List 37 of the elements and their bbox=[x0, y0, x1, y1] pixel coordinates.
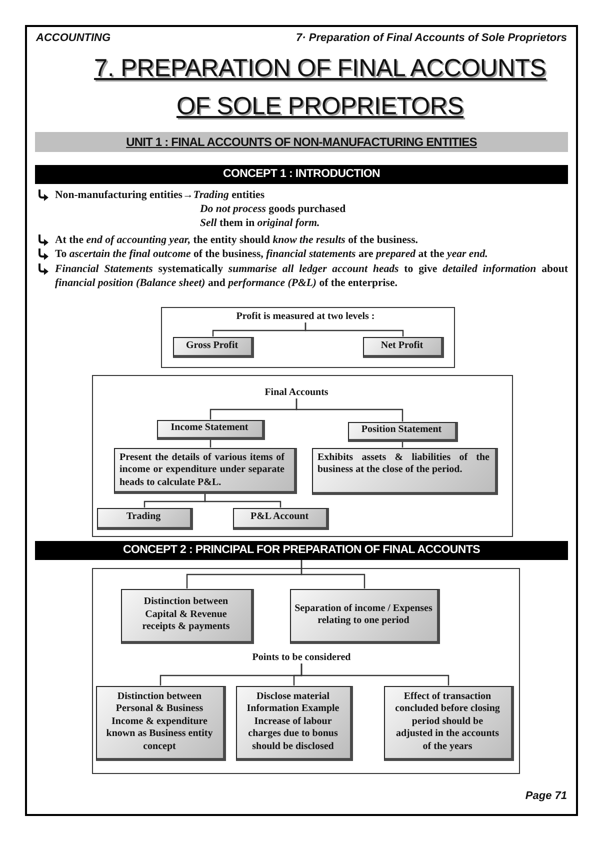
bullet-text: To ascertain the final outcome of the business, financial statements are prepared at the year end. bbox=[55, 247, 488, 261]
section-heading-band: CONCEPT 2 : PRINCIPAL FOR PREPARATION OF FINAL ACCOUNTS bbox=[35, 541, 568, 560]
connector-line bbox=[300, 560, 366, 588]
page-number: Page 71 bbox=[525, 790, 567, 802]
section-heading-band: CONCEPT 1 : INTRODUCTION bbox=[35, 165, 568, 184]
bullet-text: Financial Statements systematically summarise all ledger account heads to give detailed information about financial position (Balance sheet) and performance (P&L) of the enterprise. bbox=[55, 262, 568, 290]
shaded-box: Disclose material Information Example Increase of labour charges due to bonus should be disclosed bbox=[236, 686, 352, 760]
heading-text: Profit is measured at two levels : bbox=[236, 310, 375, 322]
bullet-text: At the end of accounting year, the entity should know the results of the business. bbox=[55, 233, 418, 247]
diagram-frame bbox=[161, 307, 455, 368]
section-heading-band: UNIT 1 : FINAL ACCOUNTS OF NON-MANUFACTURING ENTITIES bbox=[35, 132, 568, 152]
shaded-box: Trading bbox=[96, 508, 192, 530]
heading-text: Points to be considered bbox=[252, 652, 351, 664]
shaded-box: Separation of income / Expenses relating to one period bbox=[290, 588, 440, 644]
shaded-box: Effect of transaction concluded before closing period should be adjusted in the accounts of the years bbox=[384, 686, 514, 760]
running-header: ACCOUNTING bbox=[36, 32, 111, 44]
shaded-box: Net Profit bbox=[362, 336, 444, 358]
shaded-box: Distinction between Personal & Business Income & expenditure known as Business entity concept bbox=[96, 686, 226, 760]
shaded-box: Position Statement bbox=[348, 422, 458, 442]
shaded-box: Gross Profit bbox=[172, 336, 254, 358]
shaded-box: Exhibits assets & liabilities of the business at the close of the period. bbox=[312, 448, 498, 494]
page-title: 7. PREPARATION OF FINAL ACCOUNTS OF SOLE PROPRIETORS bbox=[93, 54, 547, 122]
shaded-box: Present the details of various items of income or expenditure under separate heads to calculate P&L. bbox=[114, 448, 296, 494]
shaded-box: Distinction between Capital & Revenue receipts & payments bbox=[120, 588, 254, 644]
shaded-box: P&L Account bbox=[232, 508, 328, 530]
connector-line bbox=[300, 664, 450, 686]
diagram-frame bbox=[92, 375, 513, 537]
connector-line bbox=[296, 398, 404, 422]
bullet-text: Do not process goods purchased bbox=[200, 202, 346, 216]
connector-line bbox=[304, 322, 404, 336]
bullet-text: Sell them in original form. bbox=[200, 216, 320, 230]
diagram-frame bbox=[92, 568, 520, 774]
connector-line bbox=[204, 494, 282, 508]
bullet-text: Non-manufacturing entities→Trading entities bbox=[55, 188, 265, 202]
heading-text: Final Accounts bbox=[264, 386, 328, 398]
running-header: 7· Preparation of Final Accounts of Sole Proprietors bbox=[296, 32, 567, 44]
shaded-box: Income Statement bbox=[156, 420, 264, 440]
